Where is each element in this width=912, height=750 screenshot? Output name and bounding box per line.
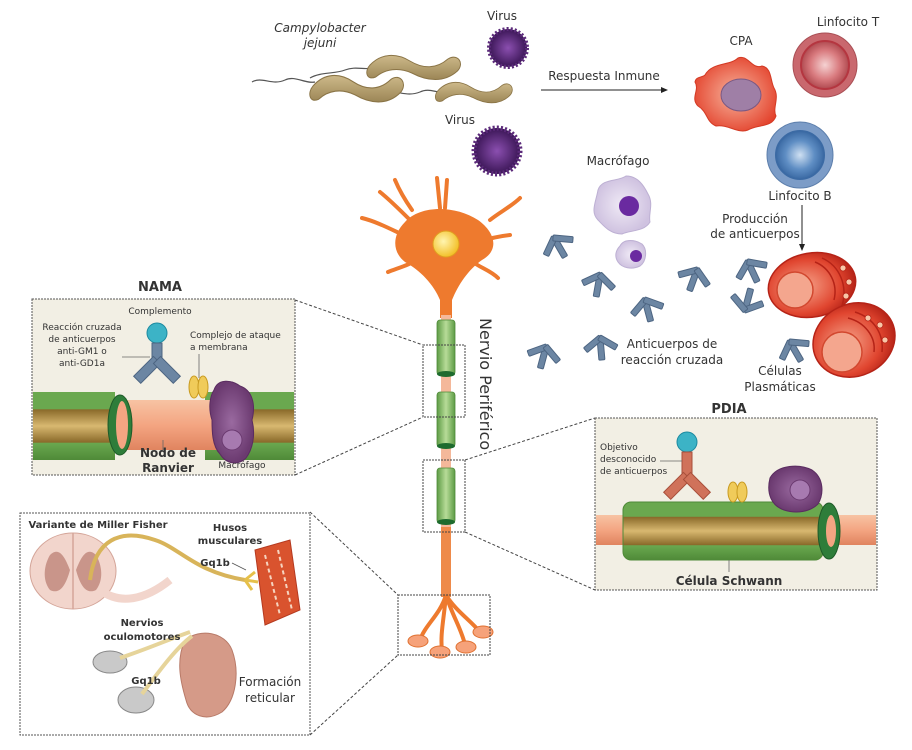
antibody-icon (627, 292, 668, 327)
node-label-line1: Nodo de (140, 446, 196, 460)
pdia-title: PDIA (711, 402, 746, 417)
gq1b-top-label: Gq1b (200, 558, 229, 569)
mac-label-line2: a membrana (190, 343, 248, 353)
axon (441, 315, 451, 595)
target-label-line2: desconocido (600, 455, 657, 465)
flagellum (309, 67, 373, 79)
myelin-sheath (436, 467, 456, 524)
production-label-line2: de anticuerpos (710, 227, 800, 241)
plasma-cells: Células Plasmáticas (744, 251, 896, 394)
arrow-head-icon (799, 244, 805, 251)
virus-bottom: Virus (445, 113, 523, 177)
spindles-label-line2: musculares (198, 536, 262, 547)
macrophage-free: Macrófago (587, 154, 652, 269)
reticular-label-line1: Formación (239, 675, 301, 689)
gq1b-bottom-label: Gq1b (131, 676, 160, 687)
target-label-line3: de anticuerpos (600, 467, 667, 477)
virus-icon (487, 27, 529, 69)
virus-top: Virus (487, 9, 529, 69)
complement-icon (676, 431, 698, 453)
nama-macrophage-label: Macrófago (218, 460, 266, 471)
t-lymphocyte: Linfocito T (792, 15, 880, 98)
schwann-label: Célula Schwann (676, 574, 783, 588)
miller-fisher-panel: Variante de Miller Fisher Husos muscular… (19, 512, 311, 736)
arrow-head-icon (661, 87, 668, 93)
virus-top-label: Virus (487, 9, 517, 23)
spindles-label-line1: Husos (213, 523, 247, 534)
muscle-spindle-icon (254, 539, 301, 626)
myelin-sheath (436, 319, 456, 376)
zoom-indicators (294, 299, 596, 736)
antibody-icon (672, 260, 715, 298)
antibody-label-line1: Reacción cruzada (42, 322, 121, 333)
plasma-cells-label-line2: Plasmáticas (744, 380, 815, 394)
plasma-cells-label-line1: Células (758, 364, 802, 378)
mac-label-line1: Complejo de ataque (190, 331, 281, 341)
brainstem-icon (179, 632, 237, 718)
antibody-icon (730, 251, 774, 290)
complement-icon (146, 322, 168, 344)
node-label-line2: Ranvier (142, 461, 194, 475)
production-label-line1: Producción (722, 212, 788, 226)
apc-nucleus (720, 78, 762, 112)
macrophage-icon (209, 380, 255, 464)
antibody-label-line4: anti-GD1a (59, 359, 105, 369)
oculomotor-label-line2: oculomotores (104, 632, 181, 643)
immune-response-arrow: Respuesta Inmune (541, 69, 668, 93)
flagellum (251, 77, 316, 83)
t-cell-label: Linfocito T (817, 15, 880, 29)
antibody-icon (523, 339, 564, 374)
antibody-label-line2: de anticuerpos (48, 335, 115, 345)
antibody-icon (578, 268, 619, 301)
nama-title: NAMA (138, 280, 182, 295)
antibody-icon (537, 226, 581, 267)
eye-icon (117, 686, 155, 714)
node-of-ranvier-axon (115, 400, 225, 450)
bacteria-label-line1: Campylobacter (274, 21, 366, 35)
b-cell-label: Linfocito B (768, 189, 831, 203)
neuron: Nervio Periférico (360, 176, 522, 659)
bacterium (434, 81, 513, 104)
immune-response-label: Respuesta Inmune (548, 69, 660, 83)
macrophage-label: Macrófago (587, 154, 650, 168)
target-label-line1: Objetivo (600, 443, 638, 453)
campylobacter-group: Campylobacter jejuni (251, 21, 513, 104)
cross-antibodies-label-line2: reacción cruzada (621, 353, 723, 367)
peripheral-nerve-label: Nervio Periférico (476, 318, 495, 450)
antibody-icon (727, 283, 768, 318)
bacterium (309, 74, 405, 103)
virus-bottom-label: Virus (445, 113, 475, 127)
miller-fisher-title: Variante de Miller Fisher (28, 520, 167, 531)
eye-icon (92, 650, 128, 674)
virus-icon (471, 125, 523, 177)
myelin-sheath (436, 391, 456, 448)
complement-label: Complemento (128, 307, 192, 317)
neuron-nucleus (432, 230, 460, 258)
antibody-label-line3: anti-GM1 o (57, 347, 107, 357)
pdia-panel: PDIA Objetivo desconocido de anticuerpos… (594, 402, 878, 591)
apc-cell: CPA (694, 34, 777, 132)
b-lymphocyte: Linfocito B (766, 121, 834, 203)
antibody-icon (582, 332, 620, 362)
bacterium (366, 54, 462, 80)
reticular-label-line2: reticular (245, 691, 295, 705)
antibody-production: Producción de anticuerpos (710, 205, 805, 251)
cross-antibodies-label-line1: Anticuerpos de (627, 337, 717, 351)
oculomotor-label-line1: Nervios (121, 618, 164, 629)
cross-reactive-antibodies: Anticuerpos de reacción cruzada (523, 226, 817, 374)
bacteria-label-line2: jejuni (302, 36, 337, 50)
apc-label: CPA (729, 34, 753, 48)
nama-panel: NAMA Complemento Reacción cruzada de ant… (31, 280, 296, 476)
